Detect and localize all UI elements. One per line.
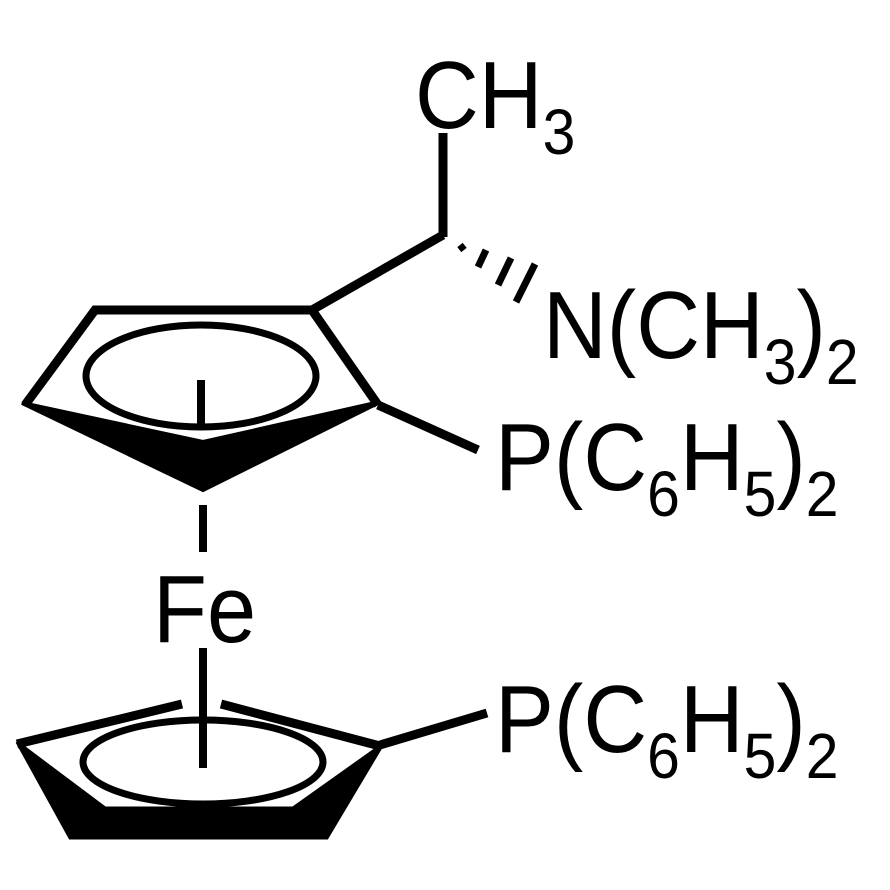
upper-phosphine-h: H (679, 404, 744, 511)
amine-label-close-paren: ) (796, 272, 826, 379)
lower-cp-aromatic-ring (79, 716, 327, 808)
hash-4 (512, 262, 539, 304)
methyl-label-subscript: 3 (542, 96, 576, 168)
ring-to-chiral-carbon-bond (309, 231, 446, 314)
upper-phosphine-subscript-2: 2 (805, 458, 839, 530)
hashed-wedge-bond (457, 242, 539, 304)
lower-phosphine-subscript-5: 5 (743, 720, 777, 792)
upper-cp-back-edges (21, 305, 382, 408)
chiral-center-bonds (309, 133, 480, 455)
amine-label-main: N(CH (543, 272, 764, 379)
upper-phosphine-close-paren: ) (776, 404, 806, 511)
lower-phosphine-label: P(C6H5)2 (495, 672, 839, 789)
lower-cp-ring (15, 699, 489, 840)
upper-phosphine-subscript-6: 6 (647, 458, 680, 530)
hash-2 (474, 248, 490, 269)
iron-label: Fe (153, 562, 256, 658)
lower-phosphine-subscript-6: 6 (647, 720, 680, 792)
dimethylamino-label: N(CH3)2 (543, 278, 859, 395)
hash-1 (457, 242, 467, 253)
lower-phosphine-close-paren: ) (776, 666, 806, 773)
hash-3 (494, 256, 515, 287)
upper-phosphine-label: P(C6H5)2 (495, 410, 839, 527)
methyl-label: CH3 (415, 48, 575, 165)
upper-phosphine-subscript-5: 5 (743, 458, 777, 530)
lower-phosphine-p: P(C (495, 666, 648, 773)
lower-phosphine-subscript-2: 2 (805, 720, 839, 792)
methyl-label-main: CH (415, 42, 543, 149)
lower-phosphine-h: H (679, 666, 744, 773)
ring-to-upper-phosphine-bond (376, 400, 480, 455)
ring-to-lower-phosphine-bond (378, 708, 489, 750)
amine-label-subscript-3: 3 (763, 326, 797, 398)
upper-phosphine-p: P(C (495, 404, 648, 511)
iron-label-text: Fe (153, 556, 257, 663)
amine-label-subscript-2: 2 (825, 326, 859, 398)
lower-cp-back-edge-right (219, 699, 382, 751)
upper-cp-ring (21, 305, 382, 493)
lower-cp-back-edge-left (15, 699, 184, 749)
